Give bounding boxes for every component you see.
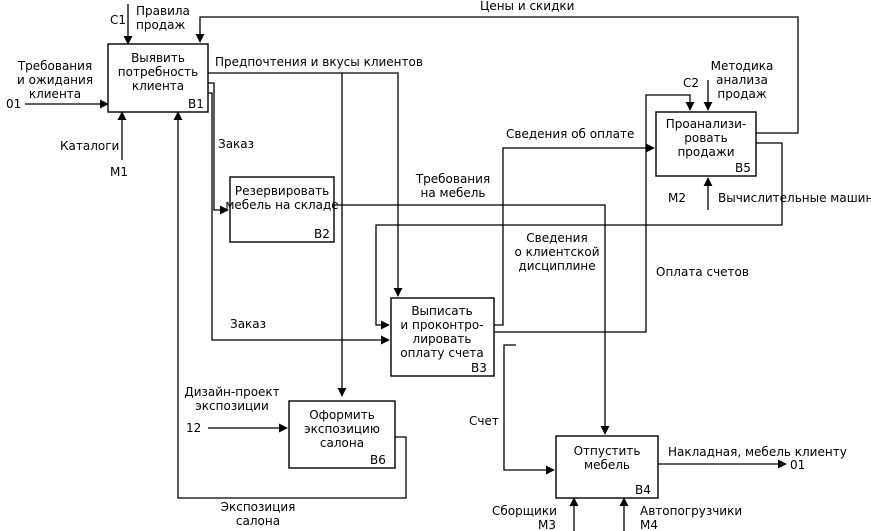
label-delivery: Накладная, мебель клиенту: [668, 445, 847, 459]
label-payment-info: Сведения об оплате: [506, 127, 634, 141]
invoice-arrow: [503, 344, 555, 475]
invoices-arrow: [494, 94, 695, 333]
exposition-arrow: [173, 111, 407, 499]
label-invoice: Счет: [469, 414, 499, 428]
label-order-2: Заказ: [230, 317, 266, 331]
label-invoices: Оплата счетов: [656, 265, 749, 279]
svg-text:B5: B5: [735, 161, 751, 175]
label-output-01: 01: [790, 458, 805, 472]
label-prices: Цены и скидки: [480, 0, 574, 13]
label-m2: M2: [668, 191, 686, 205]
label-c2: C2: [683, 76, 699, 90]
label-m4: M4: [640, 518, 658, 531]
svg-text:B4: B4: [635, 483, 651, 497]
svg-text:B6: B6: [370, 453, 386, 467]
label-preferences: Предпочтения и вкусы клиентов: [215, 55, 423, 69]
label-input-12: 12: [186, 421, 201, 435]
label-input-01: 01: [6, 97, 21, 111]
label-assemblers: Сборщики: [492, 504, 557, 518]
discipline-arrow: [375, 142, 783, 330]
label-m3: M3: [538, 518, 556, 531]
label-forklifts: Автопогрузчики: [640, 504, 742, 518]
label-computers: Вычислительные машины: [718, 191, 871, 205]
label-m1: M1: [110, 165, 128, 179]
label-catalogs: Каталоги: [60, 139, 119, 153]
order-arrow-b2: [208, 82, 229, 215]
svg-text:B1: B1: [188, 97, 204, 111]
order-arrow-b3: [208, 92, 390, 345]
label-c1: C1: [110, 13, 126, 27]
svg-text:B3: B3: [471, 361, 487, 375]
preferences-arrow-b3: [342, 72, 403, 297]
label-order-1: Заказ: [218, 137, 254, 151]
prices-arrow: [195, 16, 799, 134]
payment-info-arrow: [494, 143, 655, 326]
furniture-req-arrow: [333, 204, 610, 435]
svg-text:B2: B2: [314, 227, 330, 241]
